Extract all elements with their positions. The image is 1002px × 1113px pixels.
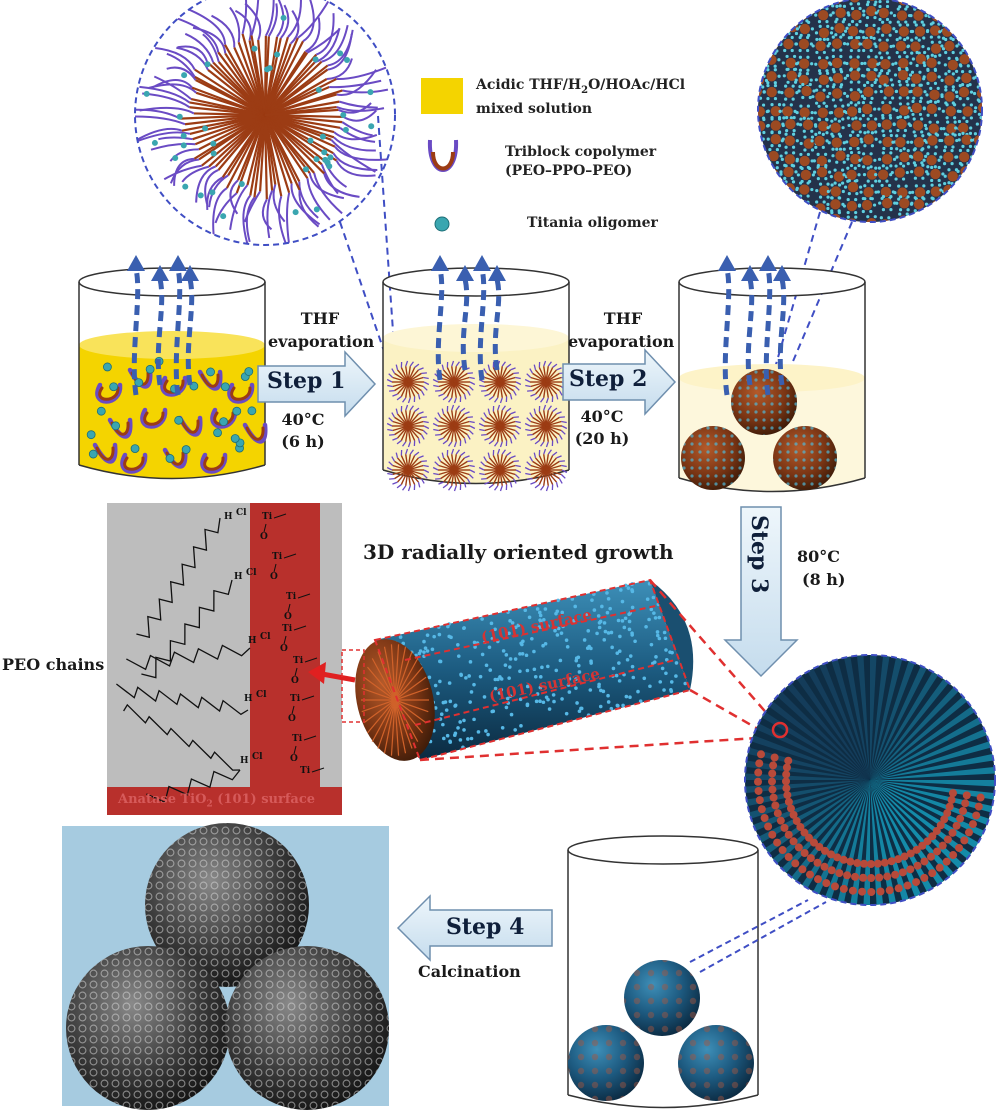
legend-solution-text-c: mixed solution: [476, 100, 593, 117]
hydrogen-atom-label: H: [224, 512, 233, 522]
beaker-2: [382, 267, 570, 492]
titania-sphere-left: [568, 1025, 644, 1101]
legend-solution-text-a: Acidic THF/H: [476, 77, 582, 93]
step1-label: Step 1: [267, 368, 346, 394]
legend-solution-text-b: O/HOAc/HCl: [588, 77, 686, 93]
step2-evaporation-label: evaporation: [568, 332, 675, 351]
oxygen-atom-label: O: [270, 572, 278, 582]
legend-copolymer-icon: [427, 139, 459, 172]
step1-thf-label: THF: [300, 309, 340, 328]
ti-atom-label: Ti: [290, 694, 301, 704]
titania-sphere-top: [624, 960, 700, 1036]
legend-solution-label: Acidic THF/H2O/HOAc/HCl mixed solution: [476, 76, 685, 119]
chlorine-atom-label: Cl: [256, 690, 267, 700]
step3-temp: 80°C: [797, 547, 840, 566]
step3-time: (8 h): [802, 570, 846, 589]
porous-sphere-top: [145, 823, 309, 987]
legend-oligomer-icon: [434, 216, 450, 232]
chlorine-atom-label: Cl: [236, 508, 247, 518]
final-spheres-panel: [62, 823, 389, 1110]
chlorine-atom-label: Cl: [246, 568, 257, 578]
step2-temp: 40°C: [580, 407, 624, 426]
ti-atom-label: Ti: [293, 656, 304, 666]
beaker-3: [678, 267, 866, 493]
zoom-connector-lines: [339, 115, 853, 393]
legend-copolymer-label: Triblock copolymer (PEO–PPO–PEO): [505, 143, 656, 181]
step3-arrow: [723, 506, 799, 678]
oxygen-atom-label: O: [291, 676, 299, 686]
step4-calcination: Calcination: [418, 962, 521, 981]
growth-title: 3D radially oriented growth: [363, 540, 674, 564]
ti-atom-label: Ti: [286, 592, 297, 602]
oxygen-atom-label: O: [284, 612, 292, 622]
step2-arrow: [562, 348, 677, 416]
surface-chemistry-panel: [107, 503, 342, 815]
step2-label: Step 2: [569, 366, 648, 392]
hydrogen-atom-label: H: [248, 636, 257, 646]
peo-chains-label: PEO chains: [2, 655, 105, 674]
mesophase-sphere-right: [773, 426, 837, 490]
micelle-zoom-circle: [134, 0, 396, 246]
beaker-1: [78, 267, 268, 480]
anatase-text-b: (101) surface: [212, 792, 316, 807]
mesophase-sphere-left: [681, 426, 745, 490]
mesophase-sphere-top: [731, 369, 797, 435]
anatase-text-a: Anatase TiO: [118, 792, 207, 807]
beaker-4: [567, 835, 827, 1109]
nanowire-cylinder: [341, 578, 694, 762]
ti-atom-label: Ti: [272, 552, 283, 562]
oxygen-atom-label: O: [288, 714, 296, 724]
step1-arrow: [257, 350, 377, 418]
porous-sphere-right: [225, 946, 389, 1110]
oxygen-atom-label: O: [280, 644, 288, 654]
step2-time: (20 h): [574, 429, 630, 448]
hydrogen-atom-label: H: [244, 694, 253, 704]
step2-thf-label: THF: [603, 309, 643, 328]
legend-copolymer-text-b: (PEO–PPO–PEO): [505, 163, 633, 179]
legend-solution-sub: 2: [581, 84, 589, 96]
step4-label: Step 4: [446, 914, 525, 940]
ti-atom-label: Ti: [282, 624, 293, 634]
oxygen-atom-label: O: [260, 532, 268, 542]
mesophase-zoom-circle: [757, 0, 983, 223]
sphere-cross-section: [744, 654, 996, 906]
surface-pointer-arrow: [308, 662, 356, 684]
step1-time: (6 h): [281, 432, 325, 451]
legend-copolymer-text-a: Triblock copolymer: [505, 144, 657, 160]
ti-atom-label: Ti: [262, 512, 273, 522]
anatase-surface-label: Anatase TiO2 (101) surface: [118, 792, 315, 810]
anatase-sub: 2: [206, 799, 213, 810]
porous-sphere-left: [66, 946, 230, 1110]
chlorine-atom-label: Cl: [252, 752, 263, 762]
ti-atom-label: Ti: [292, 734, 303, 744]
titania-sphere-right: [678, 1025, 754, 1101]
step1-temp: 40°C: [281, 410, 325, 429]
ti-atom-label: Ti: [300, 766, 311, 776]
legend-solution-swatch: [421, 78, 463, 114]
step4-arrow: [396, 894, 553, 962]
oxygen-atom-label: O: [290, 754, 298, 764]
step3-label: Step 3: [746, 515, 772, 594]
step1-evaporation-label: evaporation: [268, 332, 375, 351]
hydrogen-atom-label: H: [234, 572, 243, 582]
chlorine-atom-label: Cl: [260, 632, 271, 642]
hydrogen-atom-label: H: [240, 756, 249, 766]
legend-oligomer-label: Titania oligomer: [527, 215, 658, 231]
